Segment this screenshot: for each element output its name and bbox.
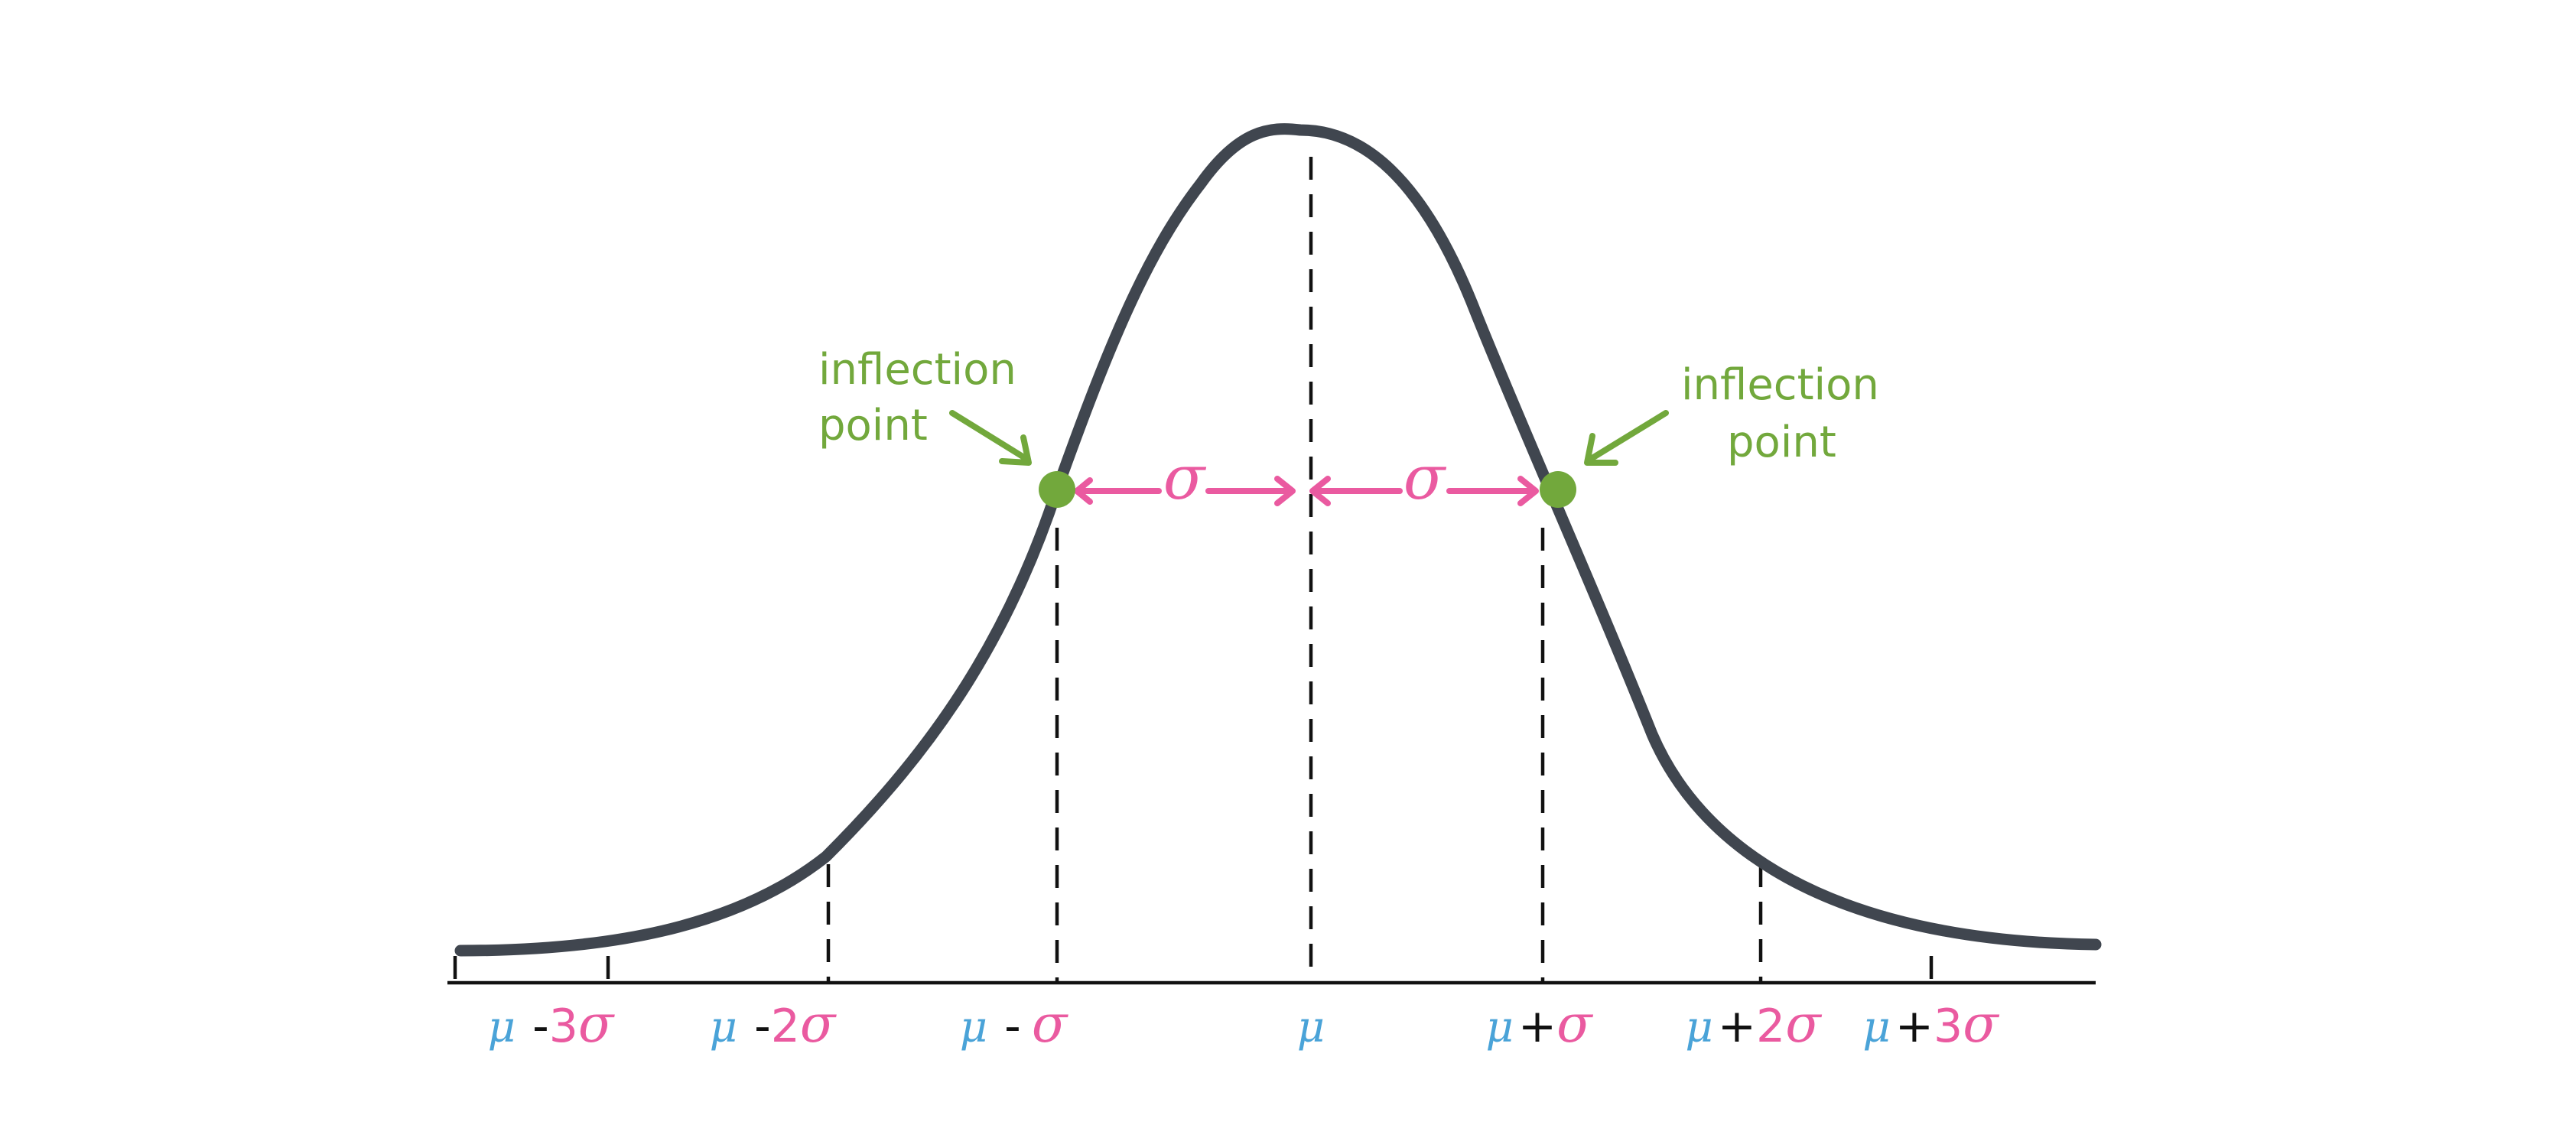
inflection-label-left-line2: point (818, 401, 928, 450)
inflection-arrow-left-head (999, 434, 1032, 466)
inflection-arrow-right-head (1584, 433, 1618, 466)
axis-label-mu: μ (710, 1003, 737, 1052)
axis-label-operator: + (1718, 1000, 1756, 1053)
axis-label-operator: + (1518, 1000, 1556, 1053)
axis-label-coefficient: 3 (1934, 1000, 1963, 1053)
axis-label-sigma: σ (1556, 994, 1593, 1055)
axis-label-mu: μ (1862, 1003, 1890, 1052)
inflection-labels: inflection point inflection point (818, 345, 1879, 467)
inflection-label-right-line1: inflection (1681, 360, 1879, 410)
axis-label-operator: + (1895, 1000, 1934, 1053)
inflection-arrow-right (1588, 410, 1669, 462)
axis-label-sigma: σ (1032, 994, 1068, 1055)
axis-label-m3: μ-3σ (488, 994, 615, 1055)
axis-label-sigma: σ (578, 994, 615, 1055)
axis-label-mu: μ (488, 1003, 516, 1052)
arrow-head-left-2 (1309, 476, 1331, 506)
inflection-label-right-line2: point (1727, 418, 1836, 467)
arrow-head-left (1074, 477, 1093, 505)
axis-label-operator: - (532, 1000, 549, 1053)
axis-label-coefficient: 2 (1756, 1000, 1785, 1053)
sigma-label-right: σ (1403, 442, 1447, 513)
axis-label-p1: μ+σ (1485, 994, 1593, 1055)
axis-label-p2: μ+2σ (1685, 994, 1822, 1055)
axis-label-operator: - (754, 1000, 771, 1053)
sigma-arrows: σ σ (1074, 442, 1539, 513)
axis-label-mu: μ (1485, 1003, 1513, 1052)
axis-label-mu: μ (960, 1003, 987, 1052)
axis-label-sigma: σ (1963, 994, 1999, 1055)
sigma-label-left: σ (1163, 442, 1207, 513)
axis-label-m1: μ-σ (960, 994, 1068, 1055)
axis-label-c0: μ (1297, 1003, 1325, 1052)
axis-label-sigma: σ (1785, 994, 1822, 1055)
axis-label-coefficient: 2 (771, 1000, 800, 1053)
inflection-point-left (1039, 471, 1075, 508)
inflection-point-right (1540, 471, 1576, 508)
bell-curve (454, 123, 2102, 957)
axis-label-coefficient: 3 (549, 1000, 578, 1053)
axis-label-p3: μ+3σ (1862, 994, 1999, 1055)
axis-label-mu: μ (1685, 1003, 1712, 1052)
arrow-head-right-2 (1517, 476, 1539, 506)
axis-label-mu: μ (1297, 1003, 1325, 1052)
sigma-guides (453, 157, 1934, 981)
axis-label-sigma: σ (800, 994, 837, 1055)
inflection-label-left-line1: inflection (818, 345, 1016, 395)
inflection-arrow-left (949, 410, 1029, 462)
arrow-head-right (1274, 476, 1296, 506)
axis-label-operator: - (1004, 1000, 1021, 1053)
axis-label-m2: μ-2σ (710, 994, 837, 1055)
